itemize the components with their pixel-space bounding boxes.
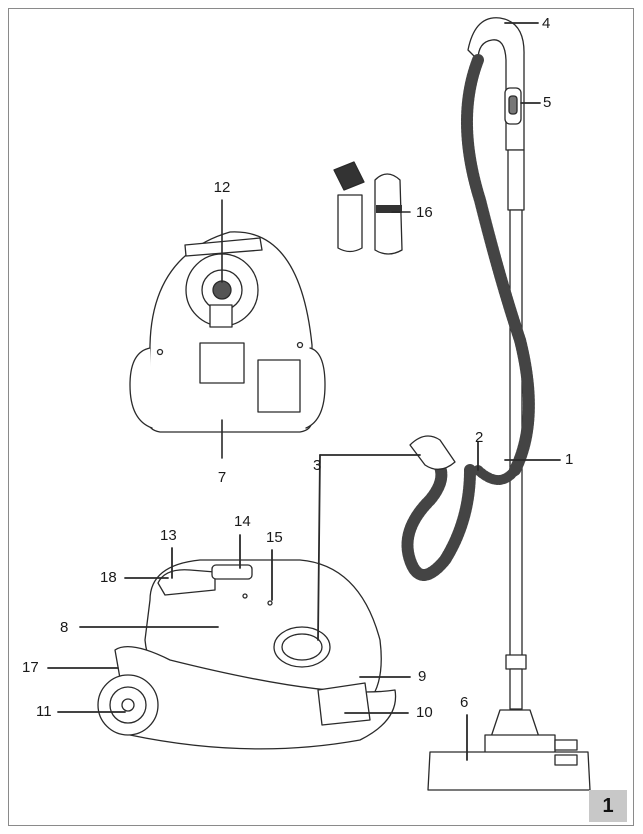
callout-10: 10 (416, 704, 433, 721)
callout-3: 3 (313, 457, 322, 474)
leader-lines (47, 22, 561, 761)
callout-9: 9 (418, 668, 427, 685)
callout-16: 16 (416, 204, 433, 221)
callout-18: 18 (100, 569, 117, 586)
callout-11: 11 (36, 703, 52, 720)
callout-12: 12 (213, 179, 231, 196)
callout-1: 1 (565, 451, 574, 468)
callout-7: 7 (217, 469, 227, 486)
callout-15: 15 (266, 529, 283, 546)
callout-5: 5 (543, 94, 552, 111)
callout-13: 13 (160, 527, 177, 544)
callout-14: 14 (234, 513, 251, 530)
callout-4: 4 (542, 15, 551, 32)
callout-2: 2 (475, 429, 484, 446)
figure-number-badge: 1 (589, 790, 627, 822)
body-rear-view (129, 199, 326, 459)
accessory-nozzles (333, 161, 411, 255)
callout-6: 6 (460, 694, 469, 711)
body-front-view (97, 559, 397, 750)
callout-17: 17 (22, 659, 39, 676)
hose-and-wand (401, 17, 591, 791)
callout-8: 8 (60, 619, 69, 636)
